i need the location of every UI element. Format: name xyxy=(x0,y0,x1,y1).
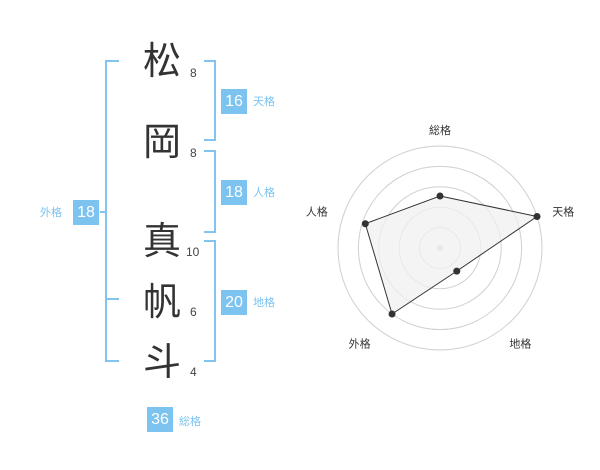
gaikaku-bracket xyxy=(105,60,119,362)
radar-point-1 xyxy=(436,192,444,200)
jinkaku-label: 人格 xyxy=(253,186,275,199)
jinkaku-bracket xyxy=(204,150,216,233)
name-character-2: 岡 xyxy=(142,120,181,164)
stroke-count-4: 6 xyxy=(190,305,197,319)
gaikaku-badge: 18 xyxy=(73,200,99,225)
tenkaku-label: 天格 xyxy=(253,95,275,108)
name-character-3: 真 xyxy=(142,219,181,263)
radar-axis-label-5: 人格 xyxy=(306,205,328,219)
soukaku-label: 総格 xyxy=(179,415,201,428)
name-character-1: 松 xyxy=(142,39,181,83)
tenkaku-bracket xyxy=(204,60,216,141)
gaikaku-label: 外格 xyxy=(40,206,62,219)
gaikaku-connector xyxy=(100,211,107,213)
radar-axis-label-1: 総格 xyxy=(429,123,451,137)
radar-axis-label-4: 外格 xyxy=(349,336,371,350)
radar-point-2 xyxy=(533,212,541,220)
radar-axis-label-2: 天格 xyxy=(552,205,574,219)
chikaku-bracket xyxy=(204,240,216,362)
radar-points xyxy=(361,192,541,318)
chikaku-label: 地格 xyxy=(253,296,275,309)
stroke-count-2: 8 xyxy=(190,146,197,160)
tenkaku-badge: 16 xyxy=(221,89,247,114)
stroke-count-1: 8 xyxy=(190,66,197,80)
radar-point-5 xyxy=(361,220,369,228)
radar-ring xyxy=(337,145,543,351)
gaikaku-bracket-tick xyxy=(105,298,119,300)
soukaku-badge: 36 xyxy=(147,407,173,432)
radar-point-3 xyxy=(453,267,461,275)
stroke-count-3: 10 xyxy=(186,245,200,259)
radar-polygon xyxy=(364,195,539,315)
stroke-count-5: 4 xyxy=(190,365,197,379)
radar-axis-label-3: 地格 xyxy=(509,336,531,350)
jinkaku-badge: 18 xyxy=(221,180,247,205)
chikaku-badge: 20 xyxy=(221,290,247,315)
radar-point-4 xyxy=(388,310,396,318)
radar-ring xyxy=(357,165,523,331)
radar-shape xyxy=(364,195,539,315)
name-character-5: 斗 xyxy=(142,340,181,384)
name-character-4: 帆 xyxy=(142,280,181,324)
